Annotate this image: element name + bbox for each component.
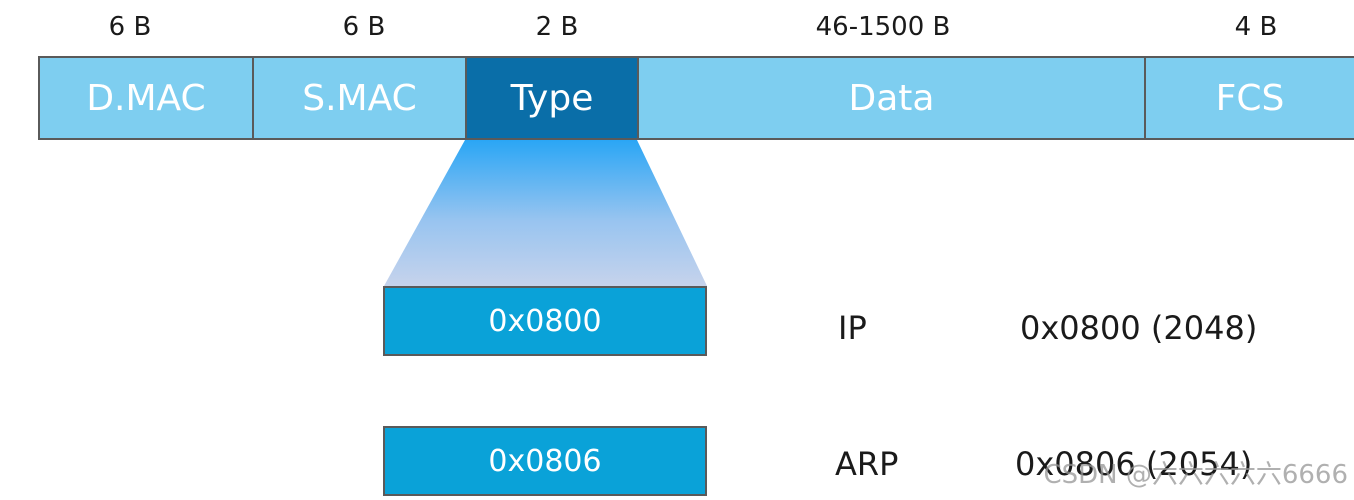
protocol-value-arp: 0x0806 (2054) (1015, 445, 1253, 483)
field-type: Type (465, 56, 637, 140)
size-label-data: 46-1500 B (815, 12, 951, 42)
field-data: Data (637, 56, 1144, 140)
protocol-name-ip: IP (838, 309, 867, 347)
type-code-box-ip: 0x0800 (383, 286, 707, 356)
field-fcs: FCS (1144, 56, 1354, 140)
ethernet-frame: D.MAC S.MAC Type Data FCS (38, 56, 1354, 140)
funnel-shape (384, 140, 707, 286)
size-label-fcs: 4 B (1234, 12, 1278, 42)
watermark: CSDN @六六六六六6666 (1043, 460, 1348, 490)
size-label-type: 2 B (535, 12, 579, 42)
field-smac: S.MAC (252, 56, 465, 140)
field-dmac: D.MAC (38, 56, 252, 140)
protocol-value-ip: 0x0800 (2048) (1020, 309, 1258, 347)
size-label-smac: 6 B (342, 12, 386, 42)
protocol-name-arp: ARP (835, 445, 899, 483)
size-label-dmac: 6 B (108, 12, 152, 42)
type-code-box-arp: 0x0806 (383, 426, 707, 496)
